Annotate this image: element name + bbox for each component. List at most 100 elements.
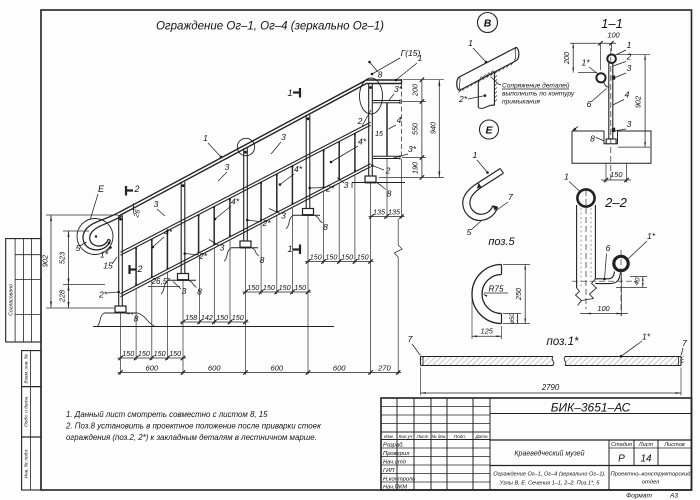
svg-text:8: 8 <box>197 287 202 297</box>
svg-text:1: 1 <box>468 38 473 48</box>
svg-text:14: 14 <box>640 454 652 465</box>
svg-text:150: 150 <box>325 252 337 261</box>
svg-text:Г(15): Г(15) <box>401 48 421 58</box>
svg-text:600: 600 <box>145 363 158 372</box>
svg-text:А3: А3 <box>669 493 678 500</box>
svg-text:Р: Р <box>618 454 625 465</box>
svg-text:150: 150 <box>310 252 322 261</box>
svg-text:1: 1 <box>203 133 208 143</box>
svg-text:7: 7 <box>508 192 513 202</box>
svg-text:600: 600 <box>333 363 346 372</box>
svg-text:142: 142 <box>201 313 213 322</box>
svg-text:40: 40 <box>633 277 642 286</box>
svg-text:150: 150 <box>610 170 623 179</box>
svg-text:Инв. № подл.: Инв. № подл. <box>24 449 30 479</box>
svg-text:2*: 2* <box>325 184 335 194</box>
svg-text:3: 3 <box>182 286 187 296</box>
svg-text:R75: R75 <box>488 285 503 294</box>
svg-text:902: 902 <box>634 96 643 108</box>
svg-text:7: 7 <box>408 334 413 344</box>
svg-text:4*: 4* <box>164 227 173 237</box>
svg-text:выполнить по контуру: выполнить по контуру <box>502 91 575 98</box>
svg-text:Ограждение Ог–1, Ог–4 (зеркаль: Ограждение Ог–1, Ог–4 (зеркально Ог–1). <box>493 472 605 478</box>
svg-text:4*: 4* <box>294 164 303 174</box>
svg-text:Взам. инв. №: Взам. инв. № <box>24 354 30 384</box>
svg-text:902: 902 <box>41 255 50 267</box>
svg-text:523: 523 <box>58 251 67 264</box>
svg-text:150: 150 <box>232 313 244 322</box>
svg-text:2: 2 <box>133 184 139 194</box>
svg-text:Сопряжение деталей: Сопряжение деталей <box>502 82 570 90</box>
svg-text:Подп. и дата: Подп. и дата <box>24 396 30 426</box>
svg-text:примыкания: примыкания <box>502 99 540 106</box>
svg-text:3*: 3* <box>394 84 403 94</box>
svg-text:3: 3 <box>154 199 159 209</box>
svg-text:8: 8 <box>134 314 139 324</box>
svg-text:2: 2 <box>385 166 391 176</box>
svg-text:2790: 2790 <box>541 383 560 392</box>
svg-text:200: 200 <box>562 51 571 65</box>
svg-text:Подп.: Подп. <box>454 434 466 439</box>
svg-text:6: 6 <box>587 99 592 109</box>
svg-text:150: 150 <box>279 283 291 292</box>
svg-text:3: 3 <box>627 63 632 73</box>
svg-text:2: 2 <box>626 52 632 62</box>
svg-text:2*: 2* <box>458 94 468 104</box>
svg-text:Стадия: Стадия <box>611 442 632 448</box>
svg-text:100: 100 <box>597 304 610 313</box>
svg-text:8: 8 <box>378 70 383 80</box>
svg-text:600: 600 <box>208 363 221 372</box>
svg-text:2: 2 <box>357 116 363 126</box>
svg-text:250: 250 <box>514 287 523 301</box>
svg-text:2*: 2* <box>98 290 108 300</box>
svg-text:1*: 1* <box>647 231 656 241</box>
svg-text:100: 100 <box>607 30 620 39</box>
svg-text:26,5°: 26,5° <box>151 277 172 286</box>
svg-text:2*: 2* <box>261 218 271 228</box>
svg-text:1*: 1* <box>642 332 651 342</box>
svg-text:150: 150 <box>357 252 369 261</box>
svg-text:8: 8 <box>590 134 595 144</box>
svg-text:1–1: 1–1 <box>601 16 623 31</box>
svg-text:3: 3 <box>627 119 632 129</box>
svg-text:1*: 1* <box>100 250 109 260</box>
svg-text:5: 5 <box>467 227 472 237</box>
svg-text:8: 8 <box>260 255 265 265</box>
svg-text:2. Поз.8 установить в проектно: 2. Поз.8 установить в проектное положени… <box>65 422 321 431</box>
svg-text:150: 150 <box>294 283 306 292</box>
svg-text:Нач.отд: Нач.отд <box>383 459 407 465</box>
svg-text:Проектно–конструкторский: Проектно–конструкторский <box>611 471 692 478</box>
svg-text:270: 270 <box>377 363 391 372</box>
svg-text:отдел: отдел <box>642 480 660 486</box>
svg-text:Разраб.: Разраб. <box>383 442 404 448</box>
svg-text:Лист: Лист <box>416 434 429 439</box>
svg-text:3*: 3* <box>408 144 417 154</box>
svg-text:ГИП: ГИП <box>383 468 395 474</box>
svg-text:4*: 4* <box>231 197 240 207</box>
svg-text:4: 4 <box>397 115 402 125</box>
svg-text:150: 150 <box>138 349 150 358</box>
svg-text:1: 1 <box>418 53 423 63</box>
svg-text:1: 1 <box>287 244 292 254</box>
svg-text:Лист: Лист <box>638 442 654 448</box>
svg-text:150: 150 <box>247 283 259 292</box>
svg-text:3: 3 <box>344 180 349 190</box>
svg-text:4*: 4* <box>358 137 367 147</box>
svg-text:№ док.: № док. <box>432 434 447 439</box>
svg-text:5: 5 <box>76 243 81 253</box>
svg-text:135: 135 <box>388 207 401 216</box>
svg-text:15: 15 <box>103 261 113 271</box>
svg-text:Е: Е <box>485 125 493 137</box>
svg-text:Листов: Листов <box>663 442 684 448</box>
svg-text:1: 1 <box>473 150 478 160</box>
svg-text:8: 8 <box>323 222 328 232</box>
svg-text:150: 150 <box>154 349 166 358</box>
svg-text:940: 940 <box>428 121 437 134</box>
svg-text:поз.1*: поз.1* <box>546 336 579 348</box>
svg-text:600: 600 <box>270 363 283 372</box>
svg-text:2*: 2* <box>198 251 208 261</box>
svg-text:2: 2 <box>136 264 142 274</box>
svg-text:ø50: ø50 <box>510 313 516 324</box>
svg-text:190: 190 <box>411 161 420 174</box>
svg-text:Ограждение Ог–1, Ог–4 (зеркал: Ограждение Ог–1, Ог–4 (зеркально Ог–1) <box>156 21 384 33</box>
